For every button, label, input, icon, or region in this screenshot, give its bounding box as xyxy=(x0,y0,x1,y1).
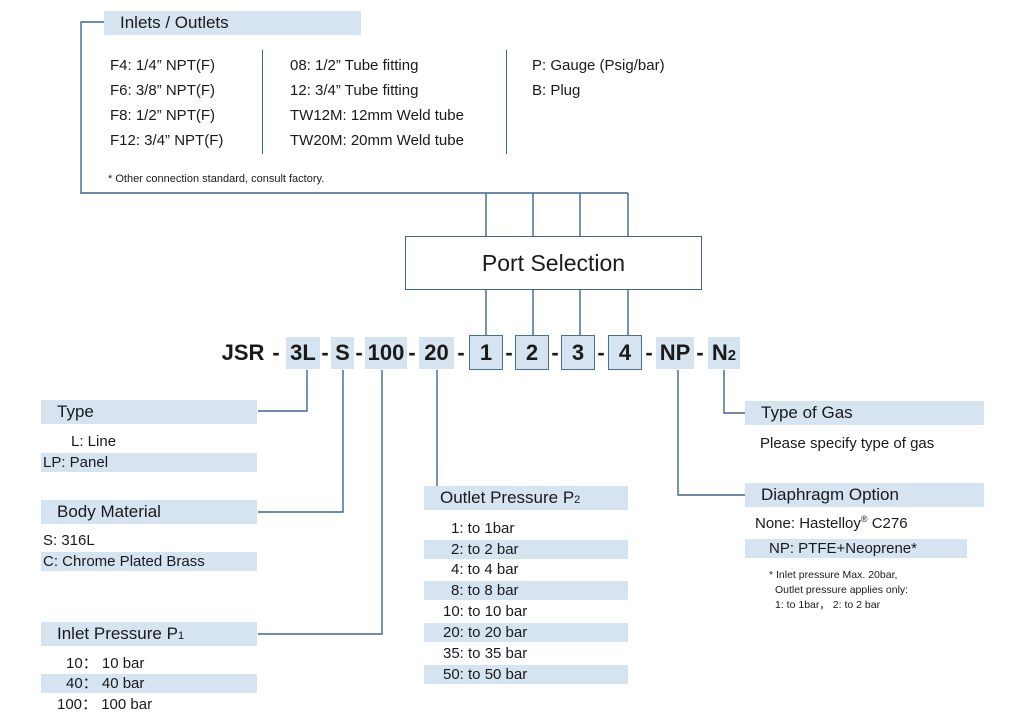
type-option: LP: Panel xyxy=(41,453,257,472)
outlet-pressure-option: 2: to 2 bar xyxy=(424,540,628,559)
code-separator: - xyxy=(272,340,280,365)
code-separator: - xyxy=(457,340,465,365)
inlet-option: F4: 1/4” NPT(F) xyxy=(110,57,216,74)
inlet-option: F6: 3/8” NPT(F) xyxy=(110,82,216,99)
inlet-pressure-header: Inlet Pressure P1 xyxy=(41,622,257,646)
code-gas-letter: N xyxy=(711,340,728,365)
gas-header: Type of Gas xyxy=(745,401,984,425)
gas-line xyxy=(723,370,745,414)
code-outlet-pressure: 20 xyxy=(419,337,454,369)
body-material-option: S: 316L xyxy=(43,532,95,549)
outlet-pressure-option: 4: to 4 bar xyxy=(451,561,519,578)
inlets-bracket-line xyxy=(80,21,628,194)
diaphragm-none-suffix: C276 xyxy=(867,515,908,532)
gas-instruction: Please specify type of gas xyxy=(760,435,935,452)
code-inlet-pressure: 100 xyxy=(365,337,407,369)
inlets-outlets-header: Inlets / Outlets xyxy=(104,11,361,35)
inlet-option: TW20M: 20mm Weld tube xyxy=(290,132,464,149)
inlet-option: F12: 3/4” NPT(F) xyxy=(110,132,224,149)
outlet-pressure-option: 10: to 10 bar xyxy=(443,603,528,620)
outlet-pressure-option: 1: to 1bar xyxy=(451,520,515,537)
diaphragm-none-prefix: None: Hastelloy xyxy=(755,515,861,532)
code-body-material: S xyxy=(331,337,354,369)
inlet-option: 12: 3/4” Tube fitting xyxy=(290,82,419,99)
diaphragm-note: 1: to 1bar， 2: to 2 bar xyxy=(775,599,881,611)
inlet-pressure-line xyxy=(258,370,383,635)
inlet-option: F8: 1/2” NPT(F) xyxy=(110,107,216,124)
code-separator: - xyxy=(645,340,653,365)
code-separator: - xyxy=(321,340,329,365)
body-material-option: C: Chrome Plated Brass xyxy=(41,552,257,571)
body-material-line xyxy=(258,370,344,513)
code-gas: N2 xyxy=(708,337,740,369)
code-port-2: 2 xyxy=(515,335,549,370)
code-separator: - xyxy=(355,340,363,365)
outlet-pressure-option: 50: to 50 bar xyxy=(424,665,628,684)
outlet-pressure-title: Outlet Pressure P xyxy=(440,488,575,507)
inlet-option: TW12M: 12mm Weld tube xyxy=(290,107,464,124)
port-selection-label: Port Selection xyxy=(481,250,626,276)
outlet-pressure-header: Outlet Pressure P2 xyxy=(424,486,628,510)
diaphragm-line xyxy=(677,370,745,496)
code-port-3: 3 xyxy=(561,335,595,370)
diaphragm-header: Diaphragm Option xyxy=(745,483,984,507)
inlet-option: 08: 1/2” Tube fitting xyxy=(290,57,419,74)
inlet-pressure-title: Inlet Pressure P xyxy=(57,624,178,643)
outlet-pressure-option: 8: to 8 bar xyxy=(424,581,628,600)
code-separator: - xyxy=(696,340,704,365)
type-option: L: Line xyxy=(71,433,117,450)
registered-mark: ® xyxy=(860,514,868,524)
gas-title: Type of Gas xyxy=(761,403,853,422)
diaphragm-note: * Inlet pressure Max. 20bar, xyxy=(769,569,898,581)
inlets-col2: 08: 1/2” Tube fitting 12: 3/4” Tube fitt… xyxy=(290,53,464,153)
inlets-col1: F4: 1/4” NPT(F) F6: 3/8” NPT(F) F8: 1/2”… xyxy=(110,53,223,153)
inlet-pressure-sub: 1 xyxy=(177,630,185,642)
inlets-outlets-title: Inlets / Outlets xyxy=(120,13,229,32)
type-title: Type xyxy=(57,402,94,421)
code-port-4: 4 xyxy=(608,335,642,370)
type-line xyxy=(258,370,308,412)
diaphragm-notes: * Inlet pressure Max. 20bar, Outlet pres… xyxy=(769,568,908,613)
code-prefix: JSR xyxy=(221,340,265,365)
body-material-title: Body Material xyxy=(57,502,161,521)
code-separator: - xyxy=(551,340,559,365)
code-diaphragm: NP xyxy=(656,337,694,369)
diaphragm-none-option: None: Hastelloy® C276 xyxy=(755,514,908,532)
code-gas-sub: 2 xyxy=(727,347,737,364)
outlet-pressure-option: 35: to 35 bar xyxy=(443,645,528,662)
inlet-option: B: Plug xyxy=(532,82,581,99)
port-selection-box: Port Selection xyxy=(405,236,702,290)
code-separator: - xyxy=(408,340,416,365)
column-divider xyxy=(262,50,263,154)
inlet-pressure-option: 10： 10 bar xyxy=(66,655,145,672)
type-header: Type xyxy=(41,400,257,424)
outlet-pressure-option: 20: to 20 bar xyxy=(424,623,628,642)
diaphragm-title: Diaphragm Option xyxy=(761,485,899,504)
inlets-col3: P: Gauge (Psig/bar) B: Plug xyxy=(532,53,665,103)
code-separator: - xyxy=(597,340,605,365)
body-material-header: Body Material xyxy=(41,500,257,524)
inlet-pressure-option: 40： 40 bar xyxy=(41,674,257,693)
code-port-1: 1 xyxy=(469,335,503,370)
outlet-pressure-sub: 2 xyxy=(574,494,581,506)
code-separator: - xyxy=(505,340,513,365)
column-divider xyxy=(506,50,507,154)
diaphragm-note: Outlet pressure applies only: xyxy=(775,584,909,596)
inlet-pressure-option: 100： 100 bar xyxy=(57,696,153,713)
inlet-option: P: Gauge (Psig/bar) xyxy=(532,57,665,74)
code-type: 3L xyxy=(286,337,320,369)
diaphragm-np-option: NP: PTFE+Neoprene* xyxy=(745,539,967,558)
consult-factory-note: * Other connection standard, consult fac… xyxy=(108,173,325,185)
